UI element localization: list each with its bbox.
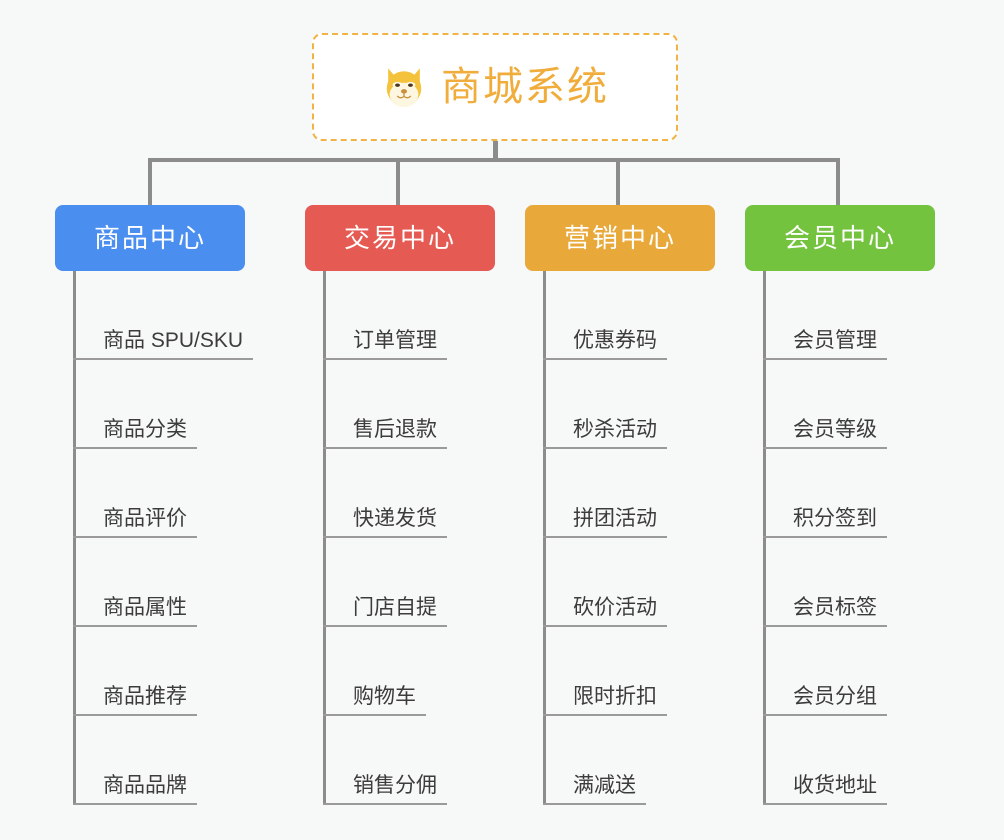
leaf-label: 商品评价 <box>103 506 187 530</box>
category-label: 商品中心 <box>93 223 206 253</box>
leaf-label: 商品分类 <box>103 417 187 441</box>
list-item[interactable]: 拼团活动 <box>543 449 715 538</box>
list-item[interactable]: 订单管理 <box>323 271 495 360</box>
leaf-label: 商品 SPU/SKU <box>103 328 244 352</box>
list-item[interactable]: 积分签到 <box>763 449 935 538</box>
category-box-product-center[interactable]: 商品中心 <box>55 205 245 271</box>
connector-drop-column-1 <box>148 158 152 208</box>
leaf-label: 售后退款 <box>353 417 437 441</box>
column-marketing-center: 营销中心 优惠券码 秒杀活动 拼团活动 砍价活动 限时折扣 满减送 <box>525 205 715 805</box>
leaf-label: 会员分组 <box>793 684 877 708</box>
category-label: 交易中心 <box>343 223 456 253</box>
list-item[interactable]: 门店自提 <box>323 538 495 627</box>
leaf-label: 门店自提 <box>353 595 437 619</box>
category-box-marketing-center[interactable]: 营销中心 <box>525 205 715 271</box>
list-item[interactable]: 购物车 <box>323 627 495 716</box>
column-trade-center: 交易中心 订单管理 售后退款 快递发货 门店自提 购物车 销售分佣 <box>305 205 495 805</box>
list-item[interactable]: 限时折扣 <box>543 627 715 716</box>
connector-drop-column-2 <box>396 158 400 208</box>
list-item[interactable]: 会员分组 <box>763 627 935 716</box>
list-item[interactable]: 优惠券码 <box>543 271 715 360</box>
list-item[interactable]: 售后退款 <box>323 360 495 449</box>
category-box-member-center[interactable]: 会员中心 <box>745 205 935 271</box>
leaf-label: 商品属性 <box>103 595 187 619</box>
column-product-center: 商品中心 商品 SPU/SKU 商品分类 商品评价 商品属性 商品推荐 商品品牌 <box>55 205 254 805</box>
root-node-label: 商城系统 <box>441 65 609 109</box>
category-label: 会员中心 <box>783 223 896 253</box>
leaf-label: 会员标签 <box>793 595 877 619</box>
connector-drop-column-4 <box>836 158 840 208</box>
category-label: 营销中心 <box>563 223 676 253</box>
list-item[interactable]: 商品评价 <box>73 449 245 538</box>
leaf-label: 积分签到 <box>793 506 877 530</box>
list-item[interactable]: 销售分佣 <box>323 716 495 805</box>
leaf-label: 收货地址 <box>793 773 877 797</box>
leaf-label: 快递发货 <box>353 506 437 530</box>
connector-drop-column-3 <box>616 158 620 208</box>
leaf-label: 会员管理 <box>793 328 877 352</box>
column-spine <box>73 271 76 805</box>
leaf-label: 砍价活动 <box>573 595 657 619</box>
leaf-label: 销售分佣 <box>353 773 437 797</box>
list-item[interactable]: 满减送 <box>543 716 715 805</box>
list-item[interactable]: 快递发货 <box>323 449 495 538</box>
list-item[interactable]: 商品推荐 <box>73 627 245 716</box>
column-spine <box>543 271 546 805</box>
category-box-trade-center[interactable]: 交易中心 <box>305 205 495 271</box>
list-item[interactable]: 商品品牌 <box>73 716 245 805</box>
column-spine <box>763 271 766 805</box>
list-item[interactable]: 收货地址 <box>763 716 935 805</box>
leaf-list-member-center: 会员管理 会员等级 积分签到 会员标签 会员分组 收货地址 <box>763 271 935 805</box>
list-item[interactable]: 商品分类 <box>73 360 245 449</box>
list-item[interactable]: 会员标签 <box>763 538 935 627</box>
leaf-label: 订单管理 <box>353 328 437 352</box>
leaf-list-marketing-center: 优惠券码 秒杀活动 拼团活动 砍价活动 限时折扣 满减送 <box>543 271 715 805</box>
leaf-label: 秒杀活动 <box>573 417 657 441</box>
list-item[interactable]: 商品属性 <box>73 538 245 627</box>
root-node-shopping-mall-system[interactable]: 商城系统 <box>312 33 678 141</box>
leaf-label: 商品推荐 <box>103 684 187 708</box>
leaf-label: 商品品牌 <box>103 773 187 797</box>
column-spine <box>323 271 326 805</box>
connector-root-drop <box>493 141 498 161</box>
list-item[interactable]: 商品 SPU/SKU <box>73 271 254 360</box>
list-item[interactable]: 砍价活动 <box>543 538 715 627</box>
leaf-list-product-center: 商品 SPU/SKU 商品分类 商品评价 商品属性 商品推荐 商品品牌 <box>73 271 254 805</box>
leaf-label: 优惠券码 <box>573 328 657 352</box>
list-item[interactable]: 会员等级 <box>763 360 935 449</box>
leaf-label: 购物车 <box>353 684 416 708</box>
connector-horizontal-bus <box>148 158 840 162</box>
leaf-label: 限时折扣 <box>573 684 657 708</box>
column-member-center: 会员中心 会员管理 会员等级 积分签到 会员标签 会员分组 收货地址 <box>745 205 935 805</box>
leaf-list-trade-center: 订单管理 售后退款 快递发货 门店自提 购物车 销售分佣 <box>323 271 495 805</box>
leaf-label: 会员等级 <box>793 417 877 441</box>
leaf-label: 拼团活动 <box>573 506 657 530</box>
shiba-dog-face-icon <box>381 64 427 110</box>
list-item[interactable]: 会员管理 <box>763 271 935 360</box>
leaf-label: 满减送 <box>573 773 636 797</box>
list-item[interactable]: 秒杀活动 <box>543 360 715 449</box>
